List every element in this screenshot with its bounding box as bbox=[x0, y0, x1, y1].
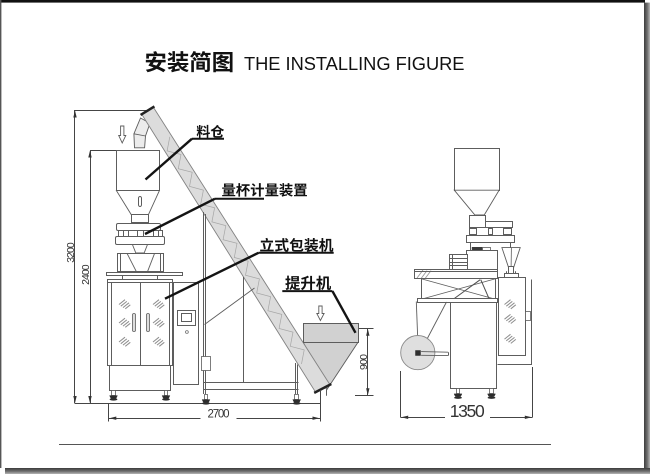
svg-text:900: 900 bbox=[358, 354, 370, 370]
svg-text:THE INSTALLING FIGURE: THE INSTALLING FIGURE bbox=[244, 53, 465, 74]
svg-text:1350: 1350 bbox=[450, 401, 485, 421]
svg-text:2700: 2700 bbox=[208, 408, 230, 420]
svg-text:2400: 2400 bbox=[80, 264, 92, 285]
svg-text:3200: 3200 bbox=[65, 242, 77, 263]
